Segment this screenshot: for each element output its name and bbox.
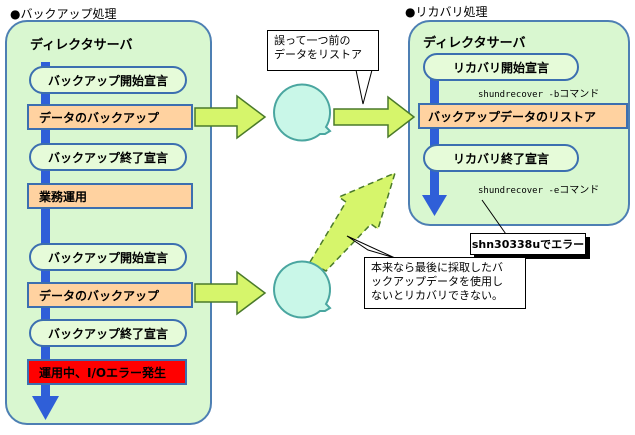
should-use-latest-callout-line1: 本来なら最後に採取したバ	[371, 261, 503, 274]
backup-section-title: ●バックアップ処理	[10, 7, 117, 21]
recovery-start-declaration: リカバリ開始宣言	[423, 53, 579, 81]
recovery-section-title: ●リカバリ処理	[405, 5, 488, 19]
backup-start-declaration-2: バックアップ開始宣言	[29, 243, 187, 271]
recovery-panel-title: ディレクタサーバ	[423, 36, 526, 51]
recover-e-command: shundrecover -eコマンド	[478, 181, 599, 196]
recover-b-command-suffix: コマンド	[559, 89, 600, 100]
backup-start-declaration-1: バックアップ開始宣言	[29, 66, 187, 94]
data-backup-2: データのバックアップ	[27, 282, 193, 308]
backup-end-declaration-2: バックアップ終了宣言	[29, 319, 187, 347]
right-arrow-icon	[333, 95, 416, 139]
right-arrow-icon	[194, 270, 267, 316]
backup-panel-title: ディレクタサーバ	[30, 38, 133, 53]
recover-b-command-text: shundrecover -b	[478, 90, 560, 100]
disk-icon	[273, 83, 332, 142]
wrong-restore-callout-line2: データをリストア	[274, 48, 362, 61]
should-use-latest-callout-line3: ないとリカバリできない。	[371, 289, 503, 302]
backup-data-restore: バックアップデータのリストア	[418, 103, 628, 129]
right-arrow-icon	[194, 94, 267, 140]
down-arrow-icon	[422, 60, 447, 216]
wrong-restore-callout-line1: 誤って一つ前の	[274, 34, 351, 47]
io-error-occurred: 運用中、I/Oエラー発生	[27, 359, 187, 385]
recover-b-command: shundrecover -bコマンド	[478, 85, 599, 100]
recover-e-command-text: shundrecover -e	[478, 186, 560, 196]
should-use-latest-callout: 本来なら最後に採取したバ ックアップデータを使用し ないとリカバリできない。	[364, 257, 526, 309]
data-backup-1: データのバックアップ	[27, 104, 193, 130]
dashed-diagonal-arrow-icon	[308, 171, 397, 272]
recovery-end-declaration: リカバリ終了宣言	[423, 144, 579, 172]
error-label: shn30338uでエラー	[470, 233, 586, 255]
disk-icon	[273, 260, 332, 319]
backup-end-declaration-1: バックアップ終了宣言	[29, 143, 187, 171]
wrong-restore-callout: 誤って一つ前の データをリストア	[267, 30, 379, 71]
business-operation: 業務運用	[27, 183, 193, 209]
should-use-latest-callout-line2: ックアップデータを使用し	[371, 275, 503, 288]
down-arrow-icon	[32, 62, 59, 420]
recover-e-command-suffix: コマンド	[559, 185, 600, 196]
